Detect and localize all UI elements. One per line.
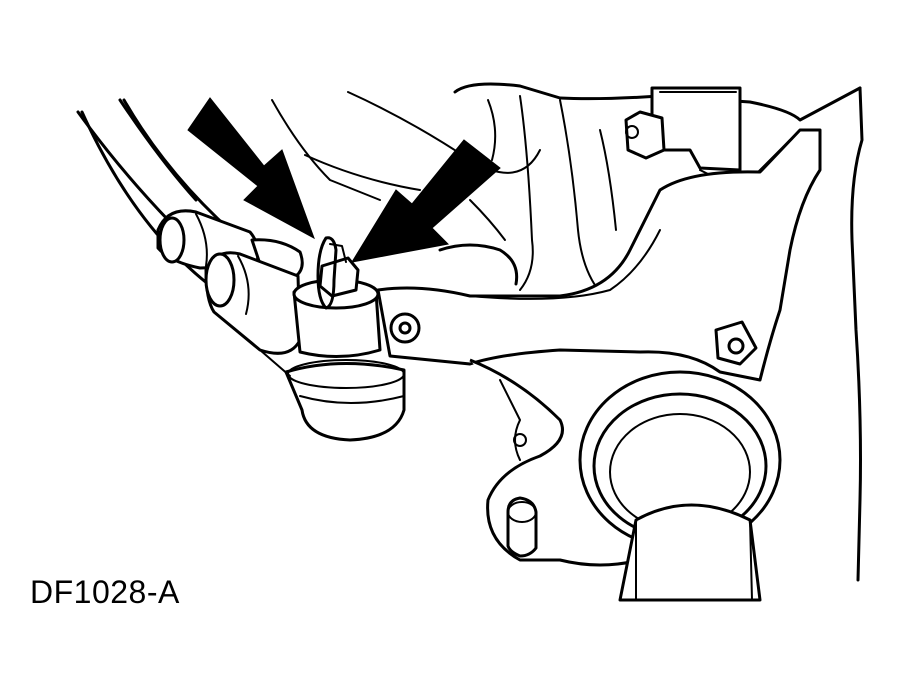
retaining-clip	[316, 236, 360, 310]
output-shaft-seal	[578, 370, 782, 602]
left-arrow	[187, 97, 315, 240]
transmission-housing	[271, 82, 864, 582]
callout-arrows	[187, 97, 501, 263]
housing-lower-flange	[469, 358, 641, 567]
hex-bolt	[624, 86, 742, 172]
connector-body	[204, 251, 406, 442]
figure-id-label: DF1028-A	[30, 574, 180, 610]
right-arrow	[350, 139, 501, 263]
mounting-bracket	[376, 128, 822, 382]
